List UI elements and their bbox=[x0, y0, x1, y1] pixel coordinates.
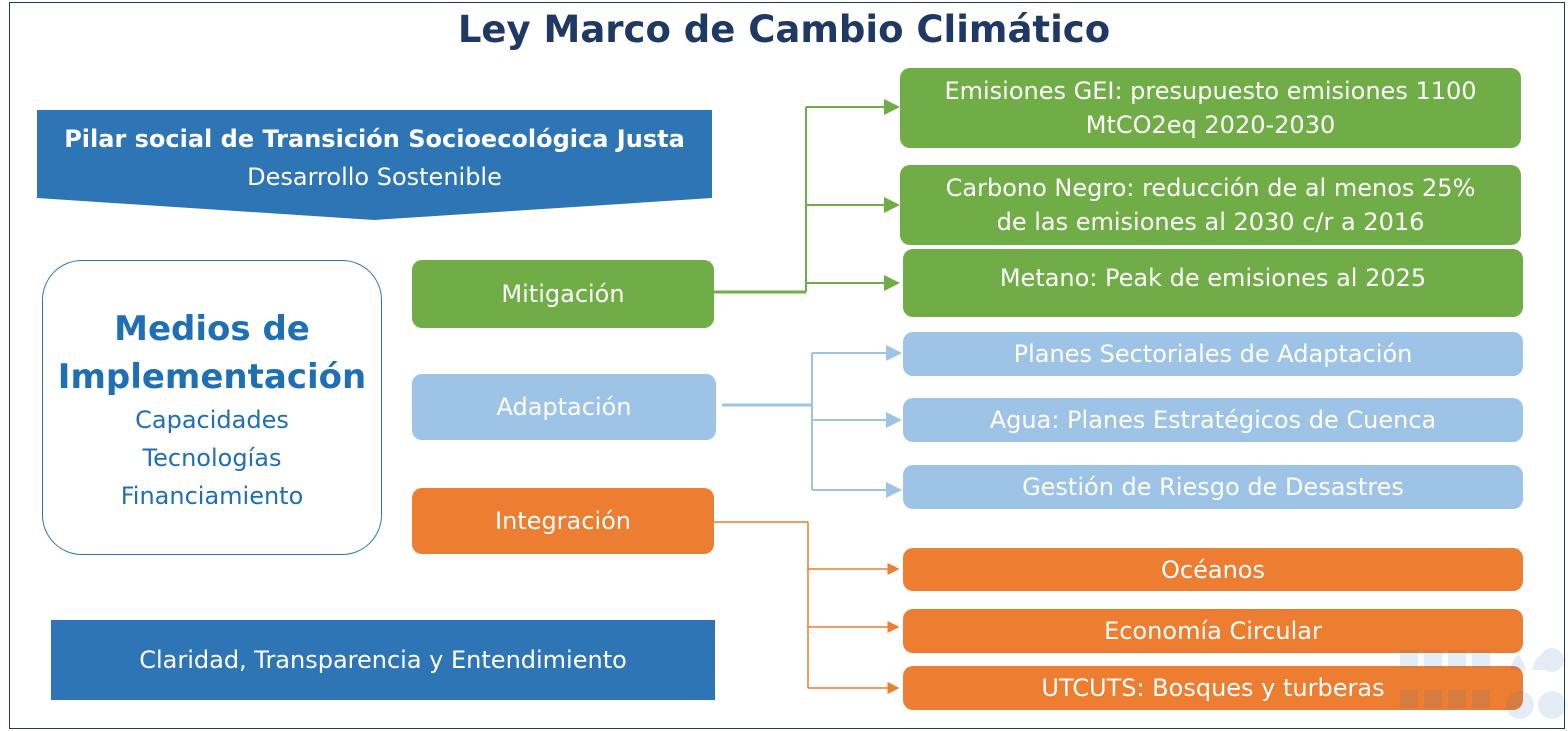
integration-item: UTCUTS: Bosques y turberas bbox=[903, 666, 1523, 710]
mitigation-item-metano: Metano: Peak de emisiones al 2025 bbox=[903, 249, 1523, 317]
medios-item: Capacidades bbox=[135, 406, 289, 434]
adaptation-item: Planes Sectoriales de Adaptación bbox=[903, 332, 1523, 376]
pilar-title: Pilar social de Transición Socioecológic… bbox=[64, 125, 685, 153]
mitigation-item-line: Metano: Peak de emisiones al 2025 bbox=[999, 264, 1427, 292]
integration-item: Economía Circular bbox=[903, 609, 1523, 653]
integration-connectors bbox=[714, 521, 900, 694]
mitigation-item-line: MtCO2eq 2020-2030 bbox=[1085, 111, 1336, 139]
slide-frame bbox=[9, 2, 1565, 729]
pilar-banner: Pilar social de Transición Socioecológic… bbox=[37, 110, 712, 220]
pilar-shape bbox=[37, 110, 712, 220]
mitigation-item-line: Emisiones GEI: presupuesto emisiones 110… bbox=[944, 77, 1477, 105]
footer-box: Claridad, Transparencia y Entendimiento bbox=[51, 620, 715, 700]
mitigation-connectors bbox=[714, 99, 900, 294]
mitigation-item-line: de las emisiones al 2030 c/r a 2016 bbox=[996, 208, 1425, 236]
pilar-subtitle: Desarrollo Sostenible bbox=[247, 163, 502, 191]
watermark-pattern bbox=[1400, 648, 1566, 719]
medios-heading-2: Implementación bbox=[57, 357, 367, 397]
medios-item: Tecnologías bbox=[142, 444, 282, 472]
mitigation-item-carbono: Carbono Negro: reducción de al menos 25%… bbox=[900, 165, 1521, 245]
adaptacion-box: Adaptación bbox=[412, 374, 716, 440]
medios-box: Medios de Implementación Capacidades Tec… bbox=[42, 260, 382, 555]
integracion-box: Integración bbox=[412, 488, 714, 554]
adaptation-connectors bbox=[722, 345, 902, 498]
integration-item: Océanos bbox=[903, 548, 1523, 591]
mitigation-item-line: Carbono Negro: reducción de al menos 25% bbox=[945, 174, 1476, 202]
medios-item: Financiamiento bbox=[120, 482, 304, 510]
adaptation-item: Agua: Planes Estratégicos de Cuenca bbox=[903, 398, 1523, 442]
medios-heading-1: Medios de bbox=[114, 309, 310, 349]
page-title: Ley Marco de Cambio Climático bbox=[457, 8, 1111, 51]
mitigacion-box: Mitigación bbox=[412, 260, 714, 328]
mitigation-item-emisiones: Emisiones GEI: presupuesto emisiones 110… bbox=[900, 68, 1521, 148]
adaptation-item: Gestión de Riesgo de Desastres bbox=[903, 465, 1523, 509]
